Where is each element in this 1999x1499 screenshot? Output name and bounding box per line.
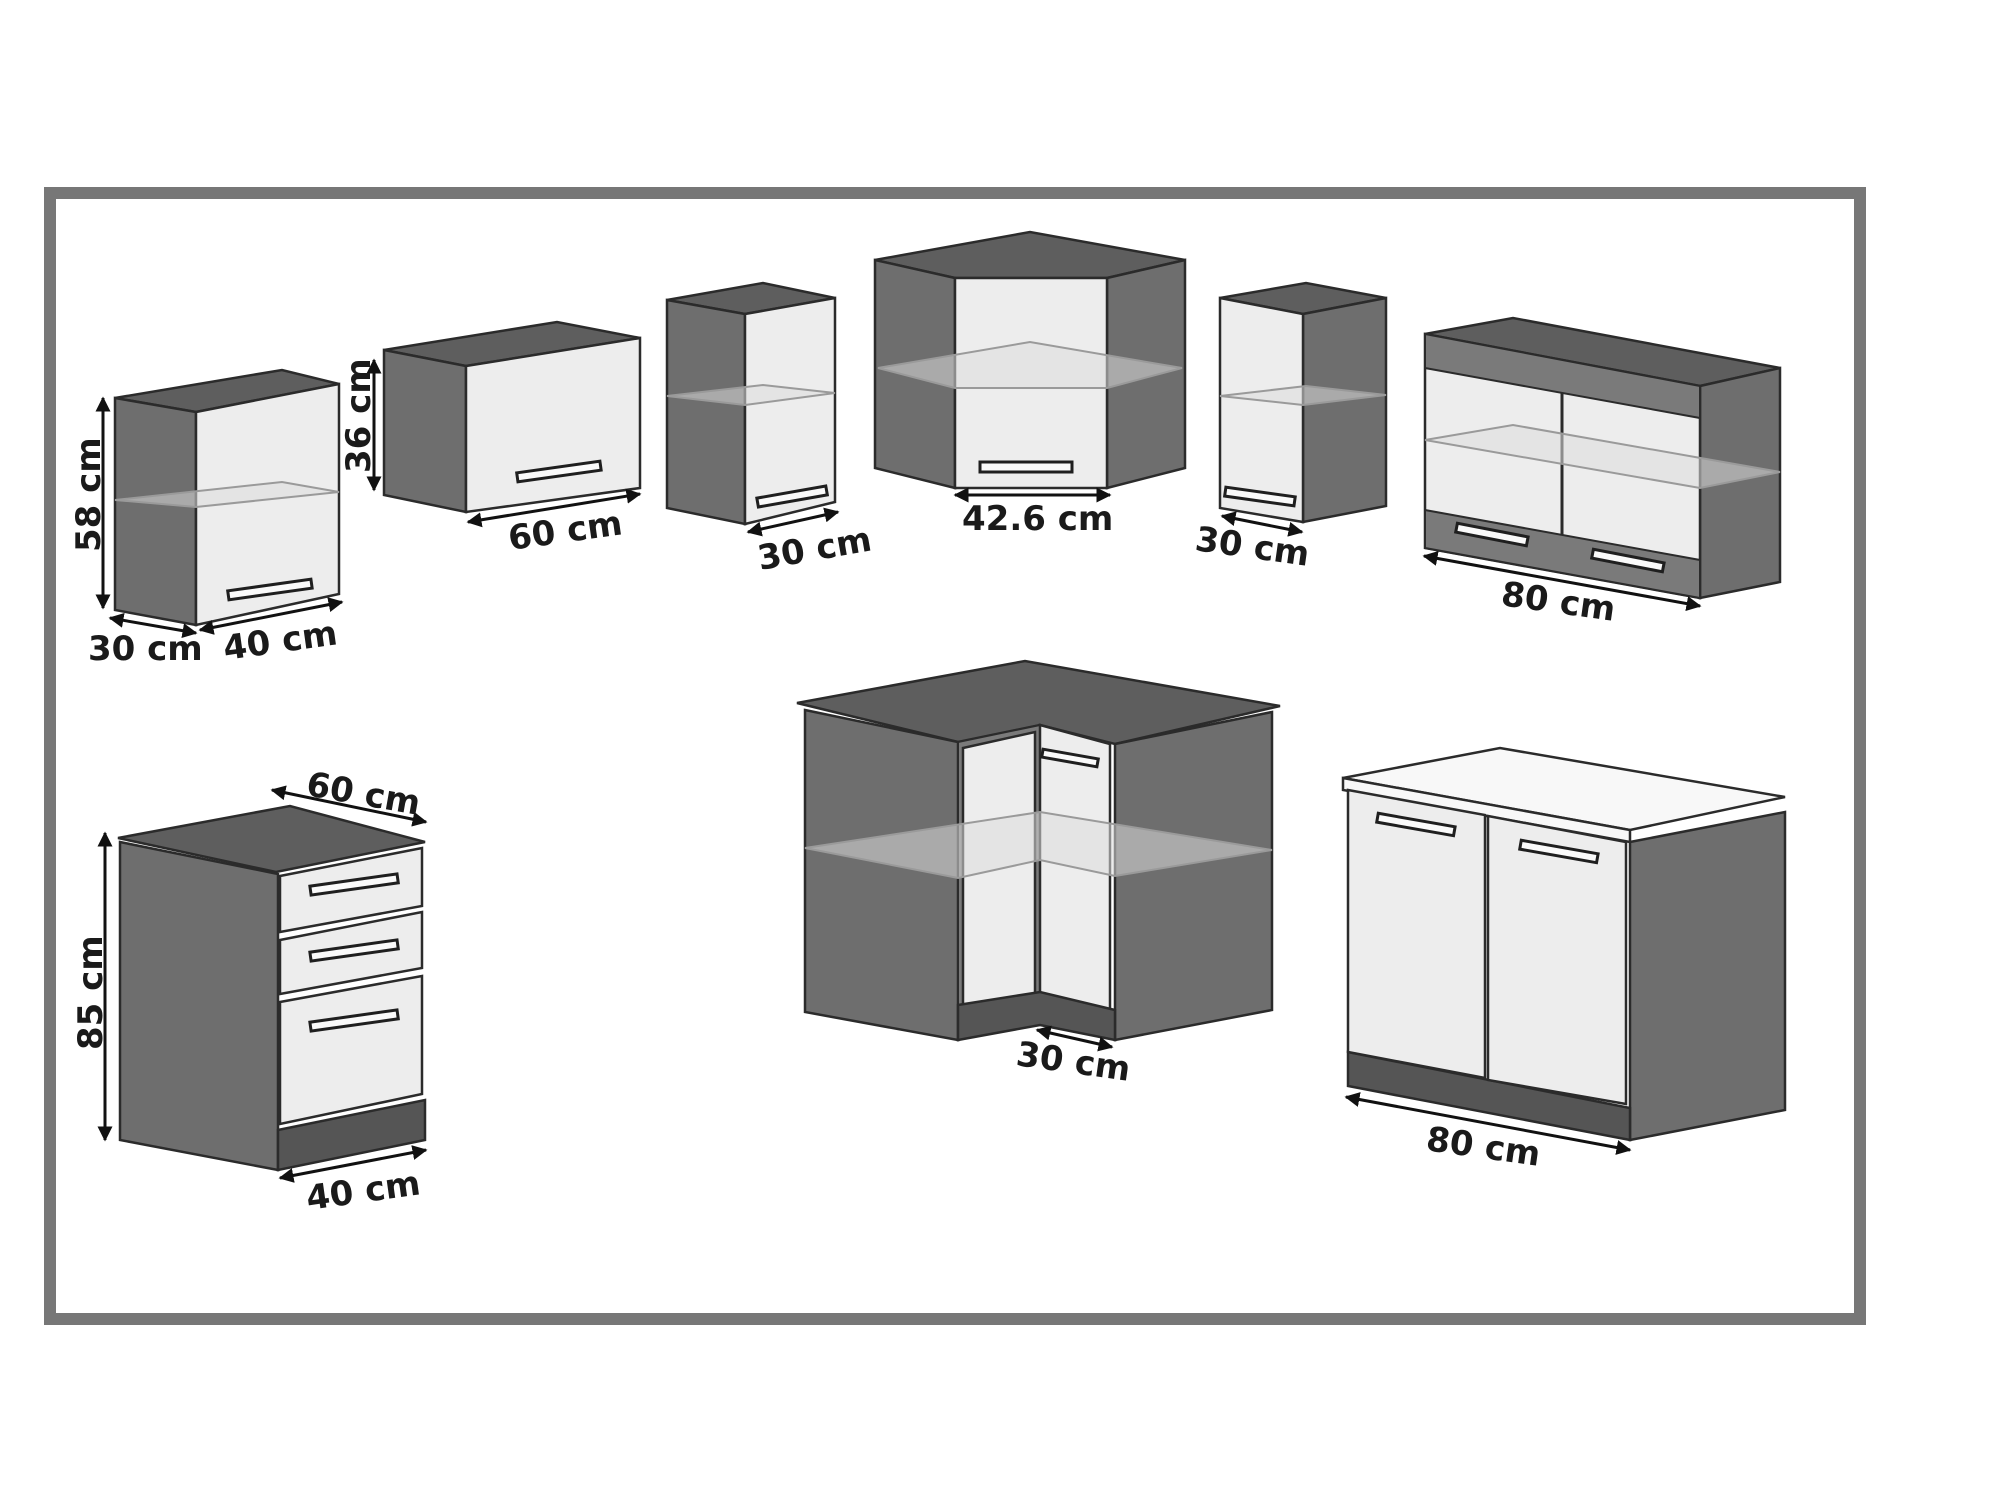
base-cabinet-80 — [1341, 746, 1787, 1142]
dim-corner-width: 42.6 cm — [962, 499, 1113, 539]
wall-cabinet-60 — [382, 320, 642, 514]
diagram-frame — [44, 187, 1866, 1325]
dim-corner-base-width: 30 cm — [1014, 1034, 1133, 1090]
wall-cabinet-30-a — [665, 281, 837, 526]
dim-wall60-height: 36 cm — [339, 358, 379, 473]
dim-wall80-width: 80 cm — [1499, 574, 1618, 630]
drawer-base-cabinet — [117, 804, 427, 1172]
dim-wall40-depth: 30 cm — [88, 629, 203, 669]
wall-cabinet-30-b — [1218, 281, 1388, 524]
wall-cabinet-40 — [113, 368, 341, 627]
dim-wall30b-width: 30 cm — [1193, 519, 1312, 575]
dim-wall30a-width: 30 cm — [755, 520, 875, 579]
dim-base80-width: 80 cm — [1424, 1119, 1543, 1175]
dim-drawer-width: 40 cm — [304, 1163, 423, 1219]
dim-wall40-height: 58 cm — [69, 437, 109, 552]
wall-cabinet-80 — [1423, 316, 1782, 600]
dim-drawer-height: 85 cm — [71, 935, 111, 1050]
corner-base-cabinet — [796, 659, 1281, 1042]
wall-corner-cabinet — [873, 230, 1187, 490]
